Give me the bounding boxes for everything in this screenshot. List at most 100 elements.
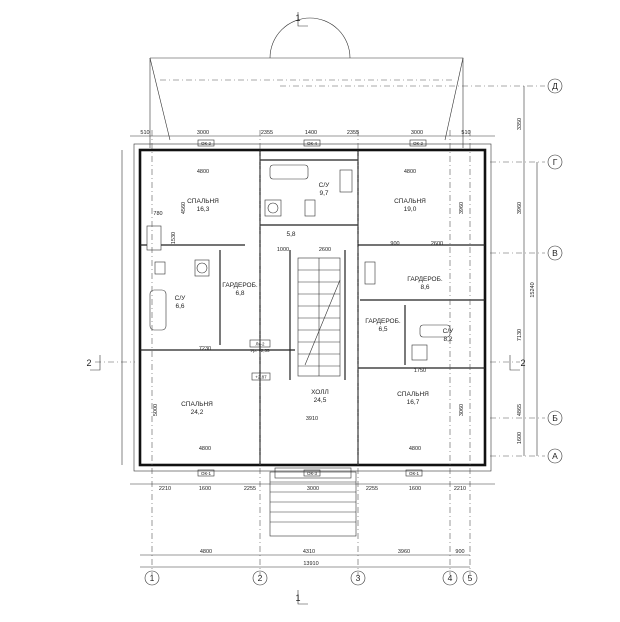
room-name-bedroom-ne: СПАЛЬНЯ bbox=[394, 198, 426, 205]
dim-bot-2: 2255 bbox=[244, 486, 256, 492]
dim-right-1: 3960 bbox=[517, 202, 523, 214]
room-area-bath-w: 6,6 bbox=[175, 303, 184, 310]
room-area-closet-e: 8,6 bbox=[420, 284, 429, 291]
bathroom-fixtures bbox=[146, 164, 451, 361]
dim-int-a2: 1530 bbox=[171, 232, 177, 244]
room-area-hall: 24,5 bbox=[314, 397, 327, 404]
dim-int-c1: 3960 bbox=[459, 202, 465, 214]
room-area-closet-w: 6,8 bbox=[235, 290, 244, 297]
dims-bottom-openings: 2210 1600 2255 3000 2255 1600 2210 bbox=[159, 486, 466, 492]
room-labels: СПАЛЬНЯ 16,3 С/У 9,7 СПАЛЬНЯ 19,0 ГАРДЕР… bbox=[175, 182, 455, 416]
axis-bubble-G: Г bbox=[553, 157, 558, 167]
staircase bbox=[297, 257, 341, 377]
room-name-hall: ХОЛЛ bbox=[311, 389, 329, 396]
roof-outline bbox=[149, 17, 464, 148]
section-top-label: 1 bbox=[295, 13, 300, 23]
dim-int-b1: 3910 bbox=[306, 416, 318, 422]
room-area-bedroom-nw: 16,3 bbox=[197, 206, 210, 213]
dimension-lines bbox=[121, 86, 538, 568]
room-name-bath-top: С/У bbox=[319, 182, 331, 189]
window-tag-top-2: ОК-2 bbox=[413, 141, 424, 146]
dim-top-2: 2355 bbox=[261, 130, 273, 136]
room-area-bedroom-sw: 24,2 bbox=[191, 409, 204, 416]
dim-axis-3: 900 bbox=[455, 549, 464, 555]
room-name-closet-w: ГАРДЕРОБ. bbox=[222, 282, 258, 289]
window-tags: ОК-2 ОК-4 ОК-2 ОК-1 ОК-3 ОК-1 bbox=[197, 139, 427, 477]
dim-right-2: 7130 bbox=[517, 329, 523, 341]
dim-right-3: 4865 bbox=[517, 404, 523, 416]
dim-bot-5: 1600 bbox=[409, 486, 421, 492]
dim-int-l1: 1750 bbox=[414, 368, 426, 374]
dim-bot-3: 3000 bbox=[307, 486, 319, 492]
interior-dims: 4800 780 1530 4560 4800 3960 1000 2600 9… bbox=[153, 169, 465, 452]
axis-bubble-A: А bbox=[552, 451, 558, 461]
axis-bubble-2: 2 bbox=[258, 573, 263, 583]
window-tag-bottom-1: ОК-3 bbox=[307, 471, 318, 476]
axis-bubbles-right: Д Г В Б А bbox=[547, 78, 563, 464]
dim-axis-0: 4800 bbox=[200, 549, 212, 555]
room-name-bath-e: С/У bbox=[443, 328, 455, 335]
dim-bot-0: 2210 bbox=[159, 486, 171, 492]
dim-axis-1: 4310 bbox=[303, 549, 315, 555]
dim-int-m1: 2600 bbox=[319, 247, 331, 253]
dim-right-4: 1600 bbox=[517, 432, 523, 444]
small-area-label: 5,8 bbox=[286, 231, 295, 238]
axis-bubble-1: 1 bbox=[150, 573, 155, 583]
room-name-bedroom-nw: СПАЛЬНЯ bbox=[187, 198, 219, 205]
axis-bubble-V: В bbox=[552, 248, 558, 258]
axis-lines bbox=[95, 85, 545, 575]
dim-int-a3: 4560 bbox=[181, 202, 187, 214]
axis-bubble-3: 3 bbox=[356, 573, 361, 583]
dim-int-c0: 4800 bbox=[404, 169, 416, 175]
stair-tag: Лк-2 bbox=[256, 342, 265, 347]
axis-bubble-5: 5 bbox=[468, 573, 473, 583]
dims-top-openings: 510 3000 2355 1400 2355 3000 510 bbox=[140, 130, 470, 136]
window-tag-top-1: ОК-4 bbox=[307, 141, 318, 146]
room-area-bath-e: 8,2 bbox=[443, 336, 452, 343]
entrance-steps bbox=[269, 467, 357, 537]
dim-int-a0: 4800 bbox=[197, 169, 209, 175]
room-name-closet-c: ГАРДЕРОБ. bbox=[365, 318, 401, 325]
section-markers: 1 1 2 2 bbox=[86, 12, 526, 605]
window-tag-bottom-0: ОК-1 bbox=[201, 471, 212, 476]
dim-axis-2: 3960 bbox=[398, 549, 410, 555]
axis-bubble-D: Д bbox=[552, 81, 558, 91]
dim-int-m2: 900 bbox=[390, 241, 399, 247]
room-area-closet-c: 6,5 bbox=[378, 326, 387, 333]
dim-total-bottom: 13910 bbox=[303, 561, 318, 567]
room-name-bath-w: С/У bbox=[175, 295, 187, 302]
room-name-bedroom-sw: СПАЛЬНЯ bbox=[181, 401, 213, 408]
room-name-closet-e: ГАРДЕРОБ. bbox=[407, 276, 443, 283]
dim-right-total: 15240 bbox=[530, 282, 536, 297]
dim-int-m0: 1000 bbox=[277, 247, 289, 253]
dim-int-l0: 7230 bbox=[199, 346, 211, 352]
dim-int-b4: 3060 bbox=[459, 404, 465, 416]
section-left-label: 2 bbox=[86, 358, 91, 368]
dim-int-m3: 2600 bbox=[431, 241, 443, 247]
room-area-bedroom-se: 16,7 bbox=[407, 399, 420, 406]
room-area-bath-top: 9,7 bbox=[319, 190, 328, 197]
dim-bot-4: 2255 bbox=[366, 486, 378, 492]
window-tag-top-0: ОК-2 bbox=[201, 141, 212, 146]
stair-annotations: Лк-2 Ур. +2,35 +2,87 bbox=[249, 339, 271, 381]
dim-top-5: 3000 bbox=[411, 130, 423, 136]
level-mark: +2,87 bbox=[255, 375, 267, 380]
axis-bubble-B: Б bbox=[552, 413, 558, 423]
dim-int-b3: 5000 bbox=[153, 404, 159, 416]
dim-top-1: 3000 bbox=[197, 130, 209, 136]
dim-bot-1: 1600 bbox=[199, 486, 211, 492]
room-area-bedroom-ne: 19,0 bbox=[404, 206, 417, 213]
axis-bubble-4: 4 bbox=[448, 573, 453, 583]
dim-int-a1: 780 bbox=[153, 211, 162, 217]
dim-top-3: 1400 bbox=[305, 130, 317, 136]
dim-bot-6: 2210 bbox=[454, 486, 466, 492]
section-right-label: 2 bbox=[520, 358, 525, 368]
dim-top-0: 510 bbox=[140, 130, 149, 136]
dim-top-4: 2355 bbox=[347, 130, 359, 136]
dim-right-0: 3350 bbox=[517, 118, 523, 130]
dim-int-b0: 4800 bbox=[199, 446, 211, 452]
room-name-bedroom-se: СПАЛЬНЯ bbox=[397, 391, 429, 398]
dims-right: 3350 3960 7130 4865 1600 15240 bbox=[517, 118, 536, 444]
